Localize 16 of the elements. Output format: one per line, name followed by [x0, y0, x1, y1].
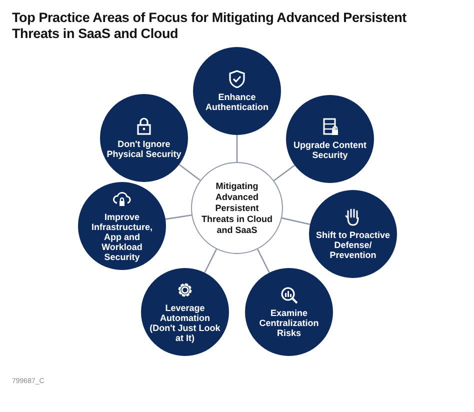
node-label: Leverage Automation (Don't Just Look at It): [148, 303, 222, 343]
connector-line: [236, 135, 238, 162]
connector-line: [165, 214, 192, 220]
node-label: Shift to Proactive Defense/ Prevention: [314, 230, 391, 260]
connector-line: [204, 248, 218, 273]
node-label: Examine Centralization Risks: [258, 308, 320, 338]
diagram-title: Top Practice Areas of Focus for Mitigating Advanced Persistent Threats in SaaS and Cloud: [12, 10, 408, 42]
node-label: Mitigating Advanced Persistent Threats in Cloud and SaaS: [200, 180, 274, 236]
connector-line: [282, 217, 310, 225]
node-label: Enhance Authentication: [204, 92, 270, 112]
connector-line: [256, 248, 270, 273]
connector-line: [274, 164, 296, 182]
node-label: Upgrade Content Security: [292, 140, 368, 160]
node-label: Improve Infrastructure, App and Workload Security: [90, 212, 154, 262]
node-label: Don't Ignore Physical Security: [106, 139, 182, 159]
connector-line: [178, 164, 201, 181]
